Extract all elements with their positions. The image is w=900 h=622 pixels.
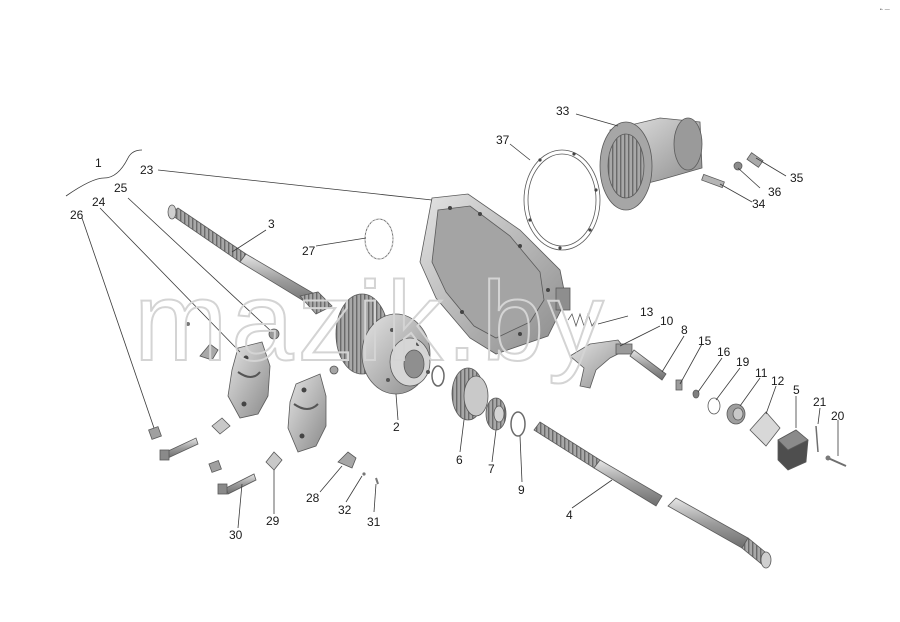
callout-35: 35 xyxy=(790,171,804,185)
part-o-ring xyxy=(707,397,721,415)
callout-26: 26 xyxy=(70,208,84,222)
callout-32: 32 xyxy=(338,503,352,517)
callout-12: 12 xyxy=(771,374,785,388)
part-small-ball xyxy=(329,365,339,375)
part-pin-31 xyxy=(375,477,379,485)
callout-21: 21 xyxy=(813,395,827,409)
callout-11: 11 xyxy=(755,366,768,380)
part-dowel xyxy=(148,426,162,440)
part-drive-pinion-cage xyxy=(599,117,703,211)
part-bearing-cap-left xyxy=(227,341,271,419)
part-lock-washer-upper xyxy=(211,417,231,435)
callout-7: 7 xyxy=(488,462,495,476)
corner-mark: •· — xyxy=(880,7,890,13)
callout-5: 5 xyxy=(793,383,800,397)
callout-8: 8 xyxy=(681,323,688,337)
part-bearing-cap-right xyxy=(287,373,327,453)
part-bolt-20 xyxy=(825,455,847,467)
part-carrier-housing xyxy=(419,193,571,355)
part-dowel-lower xyxy=(208,460,222,473)
part-axle-shaft-upper xyxy=(167,204,333,315)
callout-labels: 1 2 3 4 5 6 7 8 9 10 11 12 13 15 16 19 2… xyxy=(70,104,845,542)
part-coupling-sleeve xyxy=(451,367,489,421)
part-cover-gasket xyxy=(749,411,781,447)
callout-13: 13 xyxy=(640,305,654,319)
callout-29: 29 xyxy=(266,514,280,528)
callout-30: 30 xyxy=(229,528,243,542)
callout-16: 16 xyxy=(717,345,731,359)
leader-lines xyxy=(65,113,839,529)
callout-20: 20 xyxy=(831,409,845,423)
callout-3: 3 xyxy=(268,217,275,231)
callout-25: 25 xyxy=(114,181,128,195)
part-snap-ring-small xyxy=(431,365,445,387)
callout-31: 31 xyxy=(367,515,381,529)
part-fork-rod xyxy=(629,349,667,381)
callout-19: 19 xyxy=(736,355,750,369)
part-spring xyxy=(567,312,597,328)
callout-33: 33 xyxy=(556,104,570,118)
part-small-pins xyxy=(675,379,700,399)
part-differential-assembly xyxy=(335,293,431,395)
part-pin-32 xyxy=(362,472,366,476)
part-axle-shaft-lower xyxy=(533,421,772,569)
part-snap-ring xyxy=(510,411,526,437)
callout-10: 10 xyxy=(660,314,674,328)
part-retaining-ring xyxy=(364,218,394,260)
callout-24: 24 xyxy=(92,195,106,209)
part-plug xyxy=(726,403,746,425)
part-pinion-fasteners xyxy=(701,152,764,189)
callout-36: 36 xyxy=(768,185,782,199)
watermark: mazik.by xyxy=(134,259,608,384)
callout-34: 34 xyxy=(752,197,766,211)
callout-1: 1 xyxy=(95,156,102,170)
callout-28: 28 xyxy=(306,491,320,505)
part-gasket xyxy=(523,149,601,251)
part-pin-21 xyxy=(815,425,819,453)
part-gear-hub xyxy=(485,397,507,431)
part-actuator xyxy=(777,429,809,471)
callout-4: 4 xyxy=(566,508,573,522)
part-cap-bolt-lower xyxy=(217,473,257,495)
callout-15: 15 xyxy=(698,334,712,348)
callout-27: 27 xyxy=(302,244,316,258)
callout-2: 2 xyxy=(393,420,400,434)
part-lock-tab xyxy=(337,451,357,469)
callout-37: 37 xyxy=(496,133,510,147)
part-cap-bolt-upper xyxy=(159,437,199,461)
callout-23: 23 xyxy=(140,163,154,177)
part-lock-washer-lower xyxy=(265,451,283,471)
callout-9: 9 xyxy=(518,483,525,497)
callout-6: 6 xyxy=(456,453,463,467)
part-lock-plate xyxy=(186,322,219,361)
